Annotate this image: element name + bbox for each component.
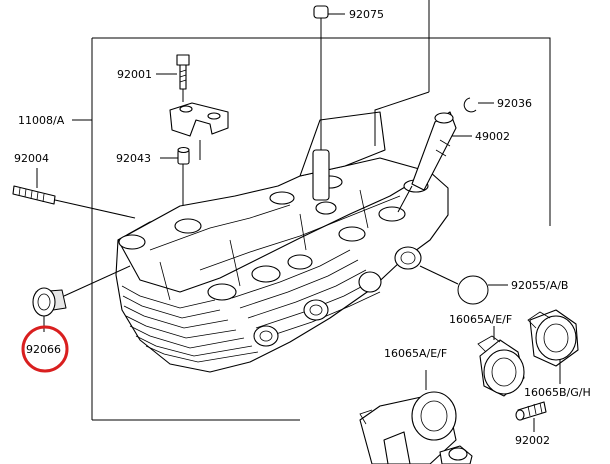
cam-cap[interactable] [169,102,229,137]
label-92055: 92055/A/B [511,279,568,292]
intake-ports [253,246,422,347]
part-92002-bolt[interactable] [515,401,547,432]
cylinder-head-11008[interactable] [115,111,449,373]
part-92036-circlip[interactable] [463,97,494,113]
part-92043-dowel[interactable] [160,146,190,165]
part-92004-stud[interactable] [12,168,136,219]
label-92002: 92002 [515,434,550,447]
label-16065-aef-upper: 16065A/E/F [449,313,512,326]
part-92075-cap[interactable] [313,5,345,40]
label-92001: 92001 [117,68,152,81]
part-16065-holder-right[interactable] [527,309,579,384]
label-92004: 92004 [14,152,49,165]
cam-journals [118,134,429,301]
label-16065-aef-lower: 16065A/E/F [384,347,447,360]
label-92036: 92036 [497,97,532,110]
label-49002: 49002 [475,130,510,143]
part-92001-bolt[interactable] [156,54,190,90]
part-92066-plug[interactable] [32,265,131,332]
part-16065-holder-upper[interactable] [477,326,525,397]
part-16065-holder-lower[interactable] [359,370,457,464]
label-16065-bgh: 16065B/G/H [524,386,591,399]
assembly-frame [91,37,551,421]
highlight-circle [21,325,69,373]
part-49002-guide[interactable] [411,111,472,191]
label-11008: 11008/A [18,114,65,127]
label-92075: 92075 [349,8,384,21]
part-holder-small[interactable] [439,445,473,464]
part-92055-oring[interactable] [457,275,508,305]
label-92066: 92066 [26,343,61,356]
label-92043: 92043 [116,152,151,165]
